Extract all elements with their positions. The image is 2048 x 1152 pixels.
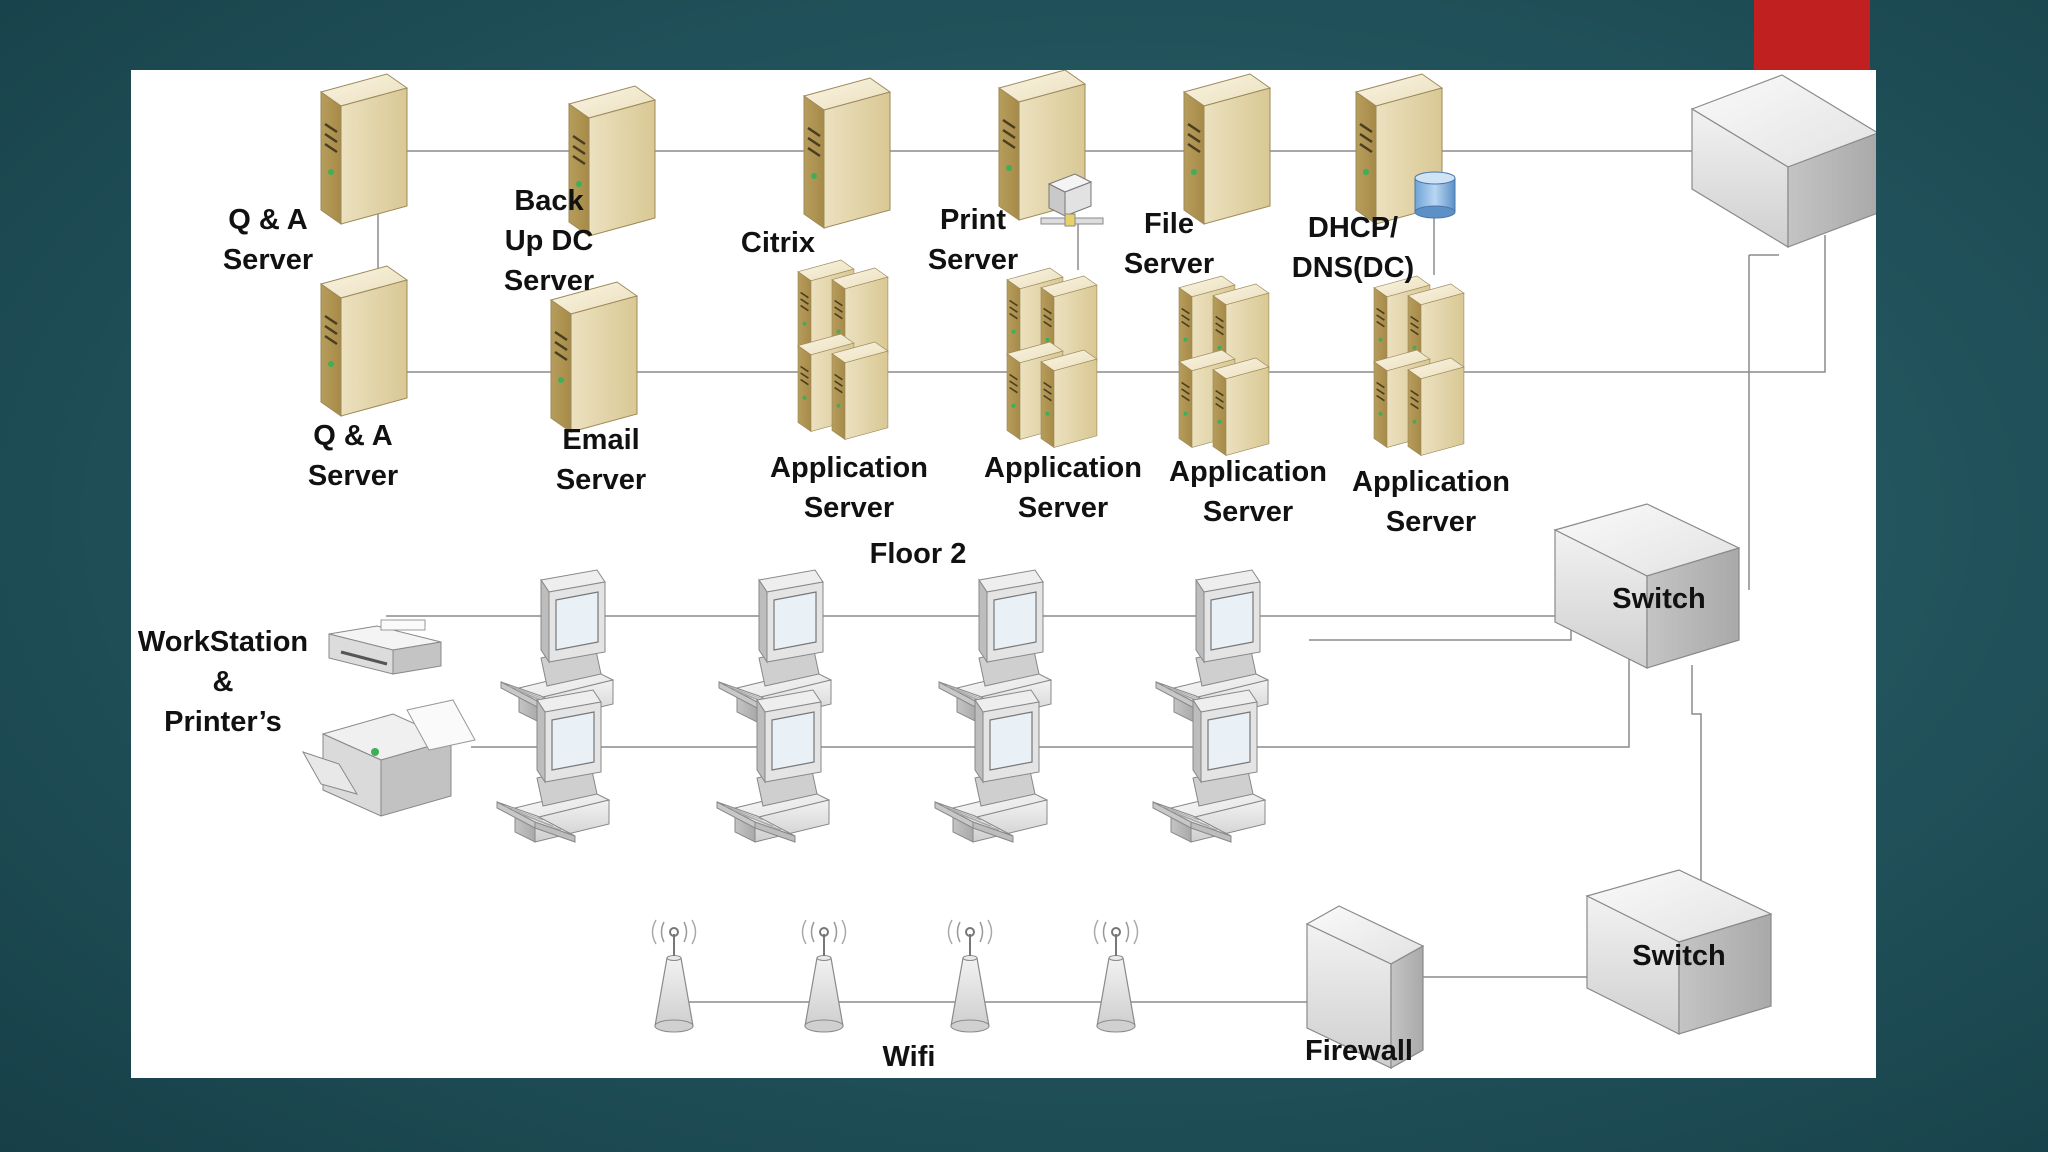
workstation-printers-label: WorkStation & Printer’s bbox=[138, 626, 308, 738]
label-line: Citrix bbox=[741, 227, 815, 259]
server-tower-icon bbox=[1182, 72, 1272, 226]
wireless-access-point-icon bbox=[1093, 919, 1139, 1033]
network-diagram-canvas: Q & A Server Back Up DC Server Citrix Print… bbox=[131, 70, 1876, 1078]
citrix-label: Citrix bbox=[741, 227, 815, 259]
label-line: Server bbox=[504, 265, 594, 297]
wireless-access-point-icon bbox=[651, 919, 697, 1033]
switch-bottom-label: Switch bbox=[1632, 940, 1725, 972]
server-cluster-icon bbox=[798, 260, 888, 440]
desktop-computer-icon bbox=[496, 689, 610, 843]
label-line: Email bbox=[562, 424, 639, 456]
label-line: Switch bbox=[1612, 583, 1705, 615]
switch-top-label: Switch bbox=[1612, 583, 1705, 615]
label-line: DNS(DC) bbox=[1292, 252, 1414, 284]
label-line: Server bbox=[928, 244, 1018, 276]
label-line: Print bbox=[940, 204, 1006, 236]
label-line: Wifi bbox=[883, 1041, 936, 1073]
server-cluster-icon bbox=[1374, 276, 1464, 456]
label-line: & bbox=[213, 666, 234, 698]
server-cluster-icon bbox=[1007, 268, 1097, 448]
server-tower-icon bbox=[802, 76, 892, 230]
label-line: Server bbox=[308, 460, 398, 492]
label-line: Floor 2 bbox=[870, 538, 967, 570]
wireless-access-point-icon bbox=[801, 919, 847, 1033]
label-line: Q & A bbox=[313, 420, 393, 452]
database-icon bbox=[1414, 171, 1456, 219]
core-router-box-icon bbox=[1690, 74, 1876, 249]
backup-dc-server-label: Back Up DC Server bbox=[504, 185, 594, 297]
wireless-access-point-icon bbox=[947, 919, 993, 1033]
printer-icon bbox=[328, 619, 442, 675]
firewall-icon bbox=[1305, 905, 1425, 1070]
wifi-label: Wifi bbox=[883, 1041, 936, 1073]
qa-server-top-label: Q & A Server bbox=[223, 204, 313, 276]
label-line: Application bbox=[770, 452, 928, 484]
printer-icon bbox=[1040, 173, 1104, 227]
qa-server-bottom-label: Q & A Server bbox=[308, 420, 398, 492]
label-line: DHCP/ bbox=[1308, 212, 1398, 244]
label-line: Server bbox=[804, 492, 894, 524]
label-line: Server bbox=[556, 464, 646, 496]
label-line: Server bbox=[1203, 496, 1293, 528]
label-line: Application bbox=[1169, 456, 1327, 488]
server-tower-icon bbox=[319, 72, 409, 226]
server-cluster-icon bbox=[1179, 276, 1269, 456]
label-line: Application bbox=[1352, 466, 1510, 498]
printer-icon bbox=[301, 699, 476, 817]
firewall-label: Firewall bbox=[1305, 1035, 1413, 1067]
label-line: Server bbox=[1386, 506, 1476, 538]
desktop-computer-icon bbox=[934, 689, 1048, 843]
label-line: WorkStation bbox=[138, 626, 308, 658]
label-line: Switch bbox=[1632, 940, 1725, 972]
label-line: Firewall bbox=[1305, 1035, 1413, 1067]
label-line: Back bbox=[514, 185, 584, 217]
slide-accent-tab bbox=[1754, 0, 1870, 70]
floor-label: Floor 2 bbox=[870, 538, 967, 570]
server-tower-icon bbox=[549, 280, 639, 434]
label-line: Printer’s bbox=[164, 706, 282, 738]
server-tower-icon bbox=[319, 264, 409, 418]
label-line: Server bbox=[223, 244, 313, 276]
label-line: Server bbox=[1018, 492, 1108, 524]
label-line: Q & A bbox=[228, 204, 308, 236]
dhcp-dns-label: DHCP/DNS(DC) bbox=[1292, 212, 1414, 284]
label-line: File bbox=[1144, 208, 1194, 240]
desktop-computer-icon bbox=[1152, 689, 1266, 843]
label-line: Server bbox=[1124, 248, 1214, 280]
desktop-computer-icon bbox=[716, 689, 830, 843]
label-line: Application bbox=[984, 452, 1142, 484]
label-line: Up DC bbox=[505, 225, 594, 257]
